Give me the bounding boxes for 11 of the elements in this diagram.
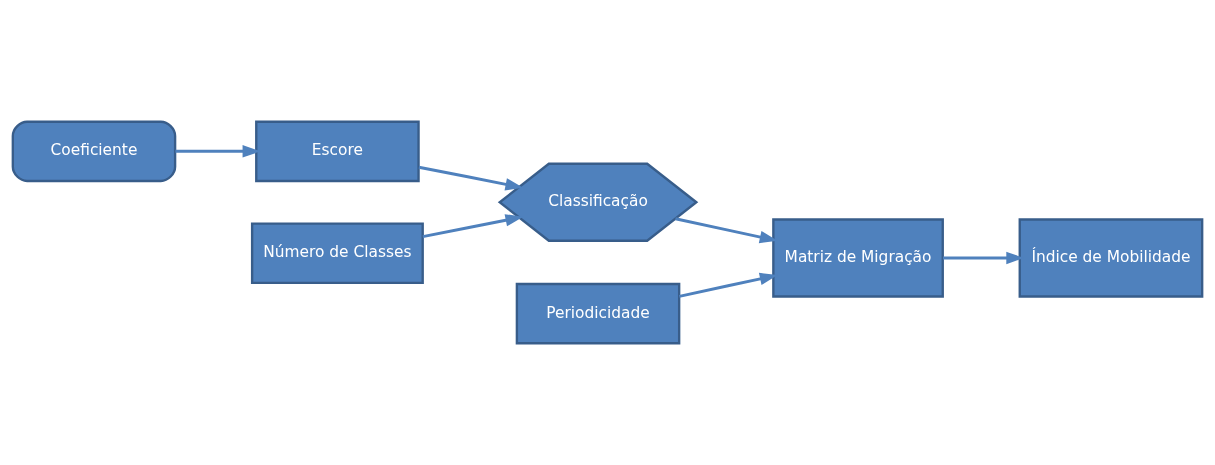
node-box: Coeficiente [11, 120, 177, 183]
node-box: Número de Classes [250, 222, 424, 285]
arrow [422, 214, 524, 239]
arrow [175, 145, 261, 158]
node-box: Matriz de Migração [772, 218, 944, 298]
arrow [675, 217, 778, 244]
arrow [418, 165, 524, 191]
arrow [679, 272, 778, 298]
node-box: Periodicidade [515, 282, 681, 345]
node-box: Índice de Mobilidade [1018, 218, 1204, 298]
node-box: Escore [255, 120, 420, 183]
